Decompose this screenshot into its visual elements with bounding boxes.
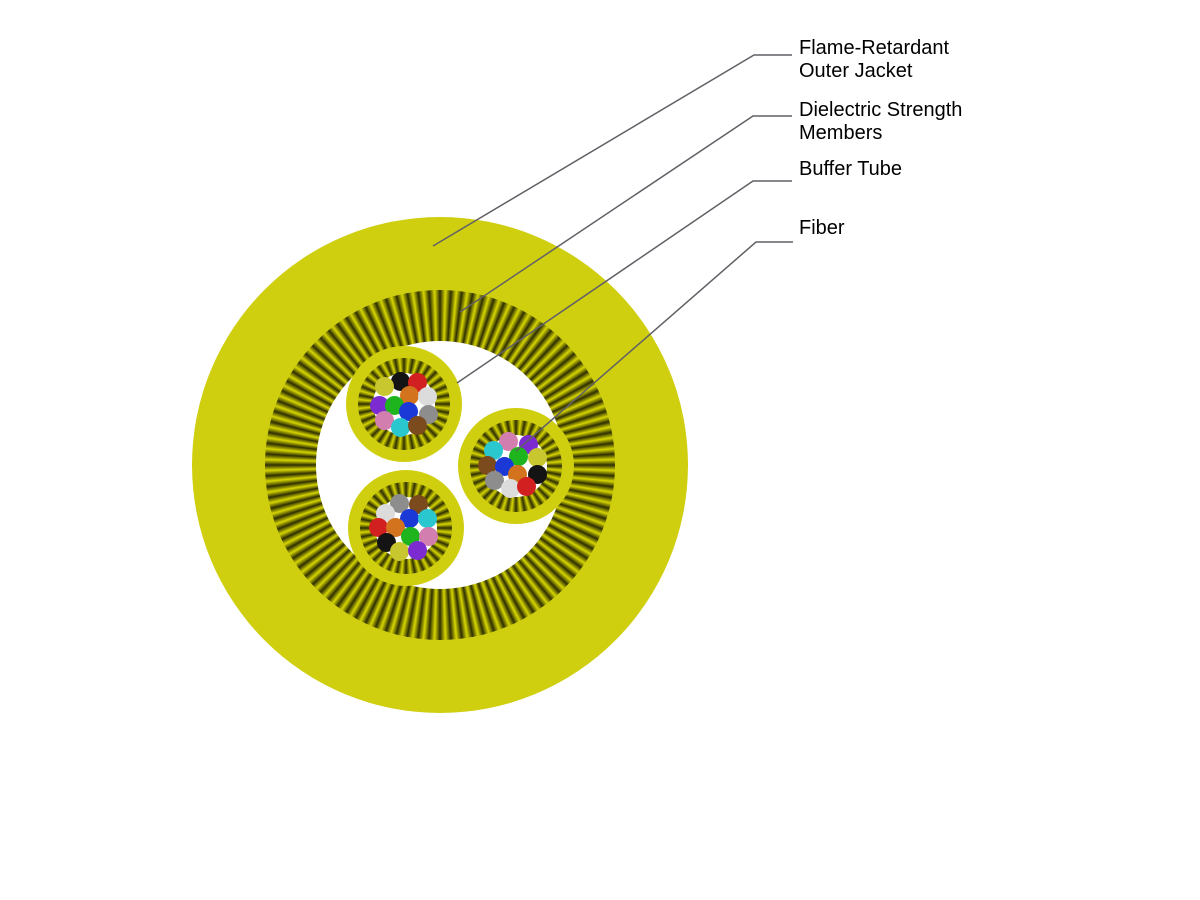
label-line: Dielectric Strength — [799, 99, 963, 121]
label-line: Flame-Retardant — [799, 37, 950, 59]
fiber-yellow — [389, 541, 409, 561]
fiber-red — [516, 476, 536, 496]
label-buffer-tube: Buffer Tube — [799, 158, 902, 181]
fiber-blue — [399, 508, 419, 528]
label-line: Buffer Tube — [799, 158, 903, 180]
label-dielectric-strength-members: Dielectric Strength Members — [799, 99, 962, 145]
fiber-orange — [399, 385, 419, 405]
fiber-yellow — [374, 376, 394, 396]
fiber-rose — [418, 526, 438, 546]
fiber-violet — [369, 395, 389, 415]
fiber-aqua — [390, 417, 410, 437]
fiber-brown — [477, 455, 497, 475]
fiber-brown — [407, 415, 427, 435]
fiber-blue — [398, 401, 418, 421]
label-line: Fiber — [799, 217, 845, 239]
fiber-rose — [374, 410, 394, 430]
fiber-white — [500, 478, 520, 498]
fiber-aqua — [417, 508, 437, 528]
fiber-orange — [385, 517, 405, 537]
fiber-violet — [407, 540, 427, 560]
fiber-aqua — [483, 440, 503, 460]
fiber-yellow — [527, 447, 547, 467]
fiber-slate — [484, 470, 504, 490]
fiber-red — [368, 517, 388, 537]
label-flame-retardant-outer-jacket: Flame-Retardant Outer Jacket — [799, 37, 949, 83]
label-line: Members — [799, 122, 883, 144]
fiber-white — [417, 386, 437, 406]
fiber-brown — [408, 494, 428, 514]
fiber-slate — [389, 493, 409, 513]
fiber-rose — [498, 431, 518, 451]
label-fiber: Fiber — [799, 217, 845, 240]
label-line: Outer Jacket — [799, 60, 913, 82]
fiber-black — [390, 371, 410, 391]
